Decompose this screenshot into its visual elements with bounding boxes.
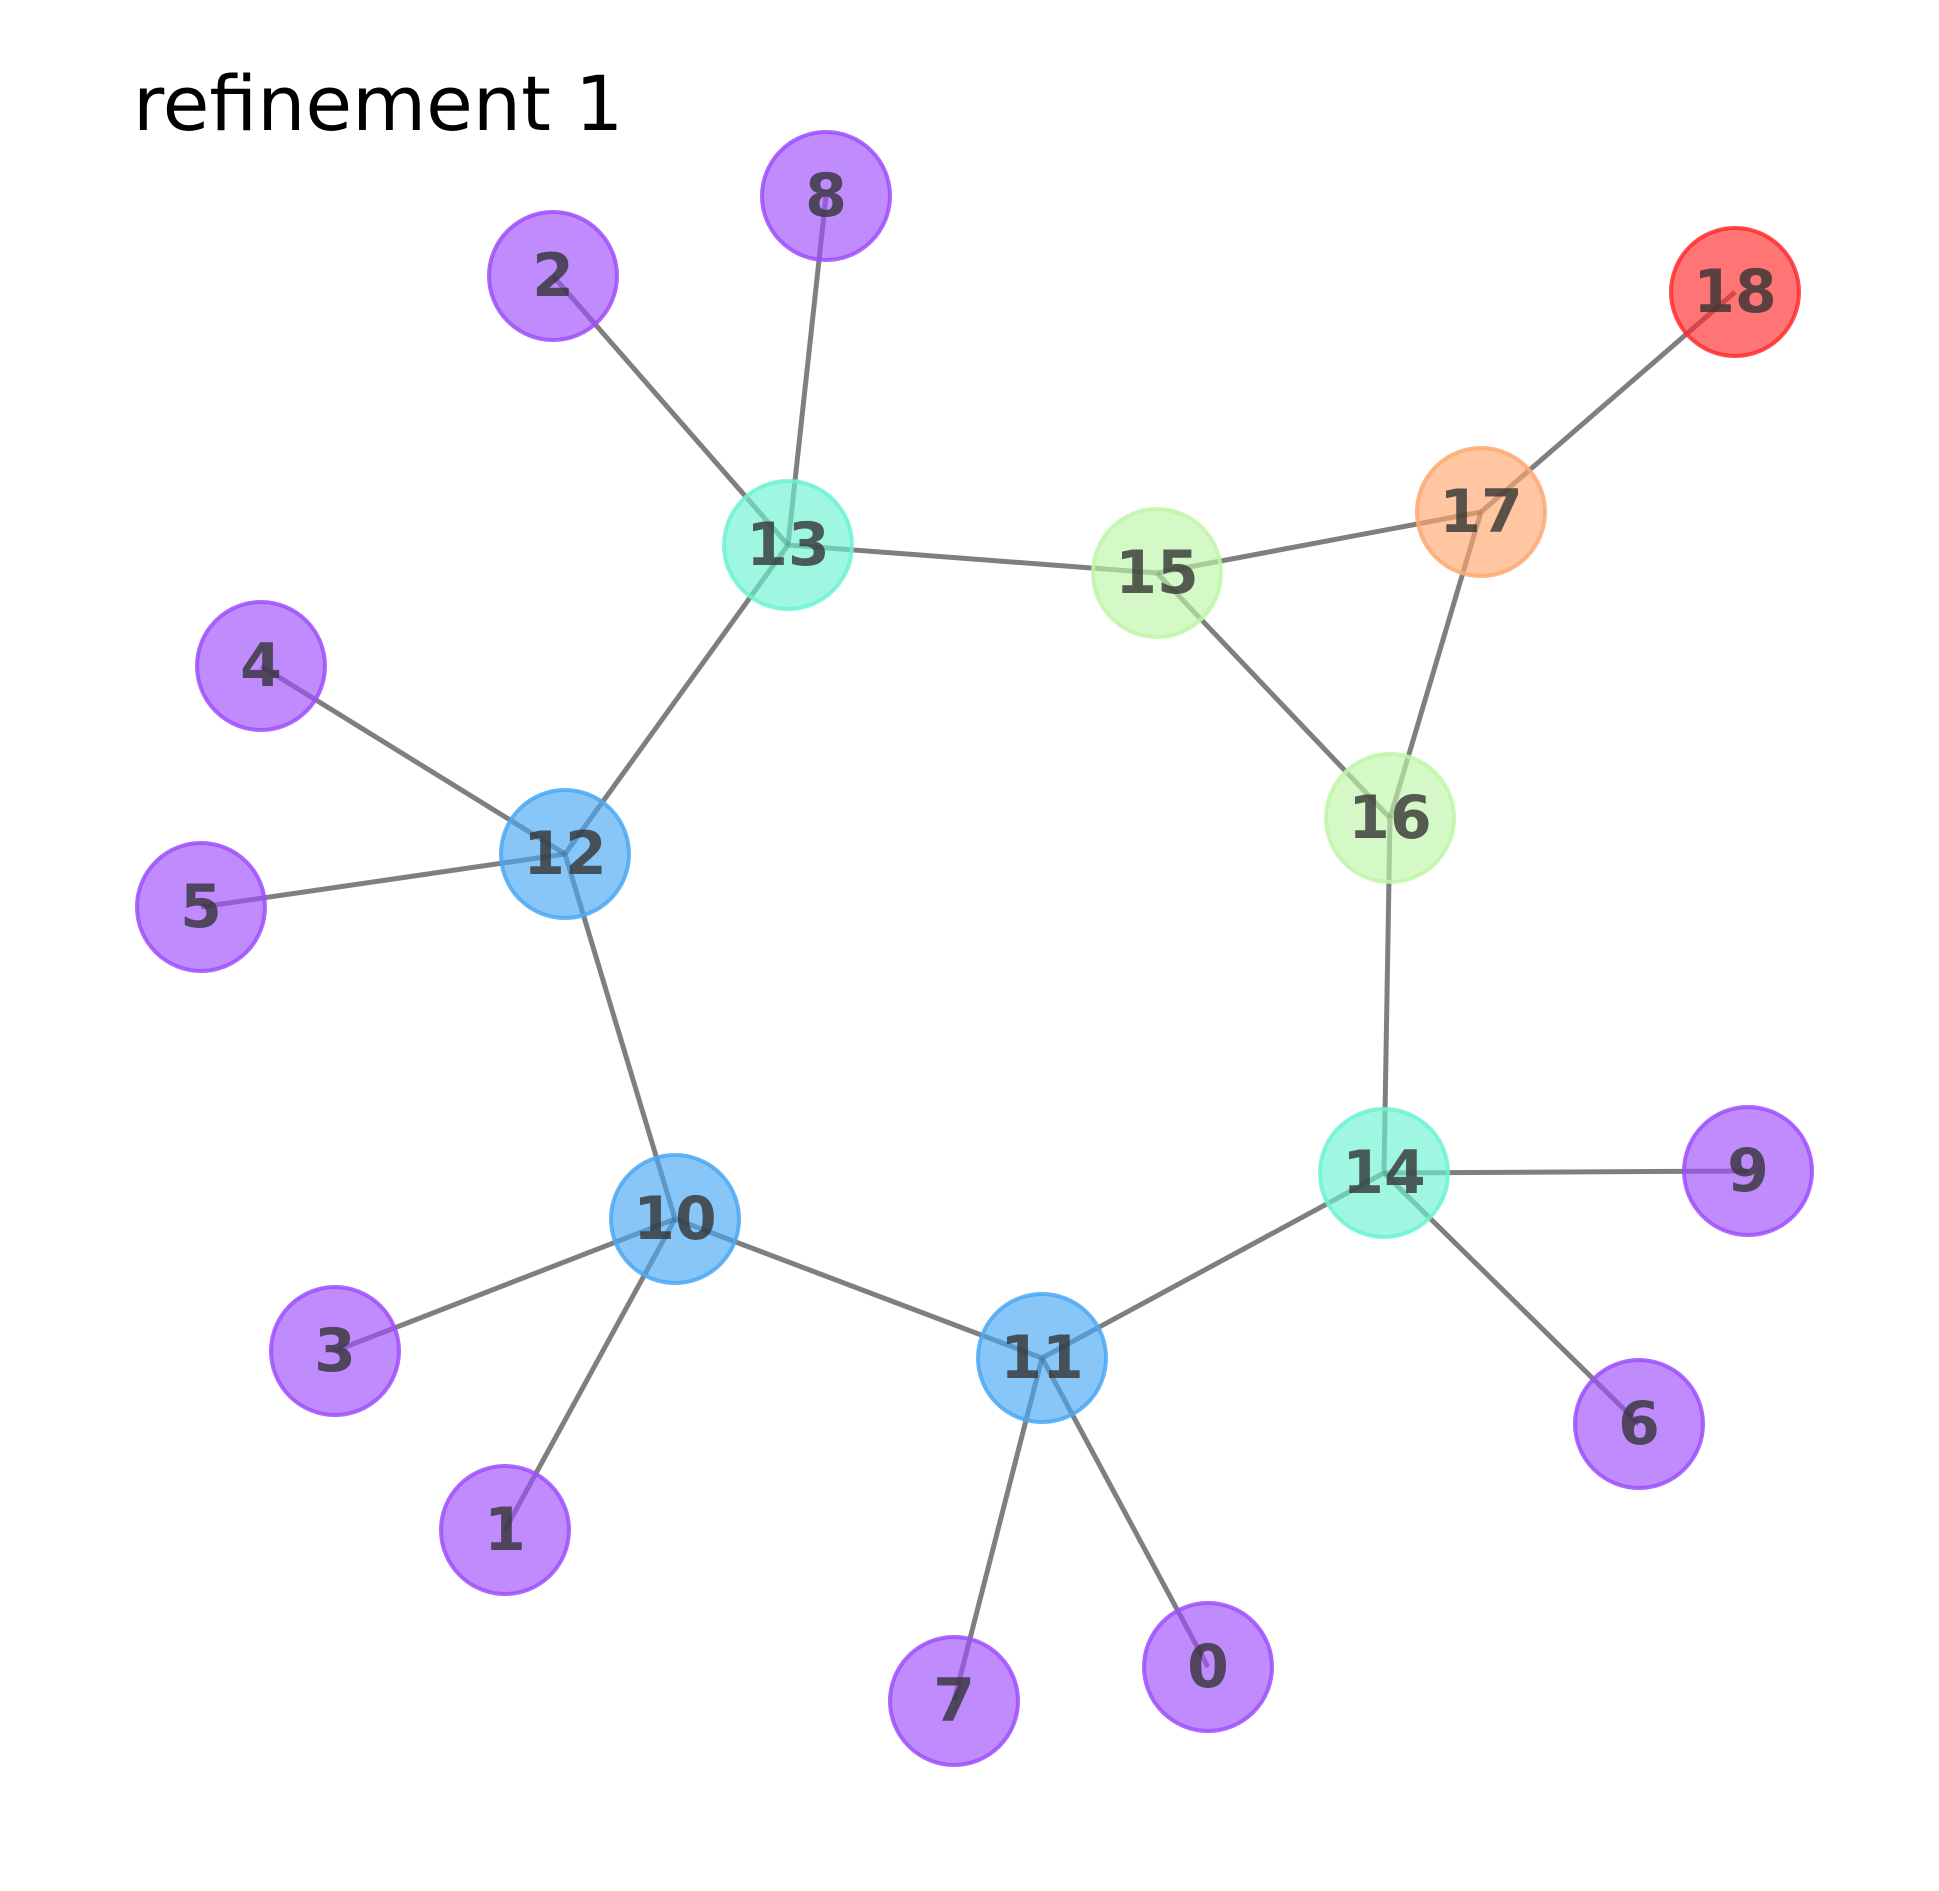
node-7: 7 (888, 1635, 1020, 1767)
node-8: 8 (760, 130, 892, 262)
node-circle-18 (1669, 226, 1801, 358)
node-14: 14 (1318, 1107, 1450, 1239)
node-circle-13 (722, 479, 854, 611)
node-label-8: 8 (805, 161, 847, 231)
node-0: 0 (1142, 1601, 1274, 1733)
node-circle-1 (439, 1464, 571, 1596)
node-circle-6 (1573, 1358, 1705, 1490)
node-label-2: 2 (532, 241, 574, 311)
node-circle-7 (888, 1635, 1020, 1767)
node-circle-11 (976, 1292, 1108, 1424)
node-circle-3 (269, 1285, 401, 1417)
node-label-17: 17 (1439, 477, 1523, 547)
node-4: 4 (195, 600, 327, 732)
node-circle-15 (1091, 507, 1223, 639)
node-circle-16 (1324, 752, 1456, 884)
node-label-0: 0 (1187, 1632, 1229, 1702)
node-2: 2 (487, 210, 619, 342)
node-label-16: 16 (1348, 783, 1432, 853)
node-6: 6 (1573, 1358, 1705, 1490)
node-label-3: 3 (314, 1316, 356, 1386)
node-label-7: 7 (933, 1666, 975, 1736)
node-9: 9 (1682, 1105, 1814, 1237)
node-label-10: 10 (633, 1184, 717, 1254)
node-10: 10 (609, 1153, 741, 1285)
node-16: 16 (1324, 752, 1456, 884)
node-11: 11 (976, 1292, 1108, 1424)
edges-layer (200, 195, 1749, 1702)
node-label-14: 14 (1342, 1138, 1426, 1208)
node-circle-9 (1682, 1105, 1814, 1237)
node-label-1: 1 (484, 1495, 526, 1565)
node-5: 5 (135, 841, 267, 973)
node-label-5: 5 (180, 872, 222, 942)
node-1: 1 (439, 1464, 571, 1596)
node-17: 17 (1415, 446, 1547, 578)
node-circle-0 (1142, 1601, 1274, 1733)
node-label-6: 6 (1618, 1389, 1660, 1459)
node-circle-12 (499, 788, 631, 920)
node-circle-17 (1415, 446, 1547, 578)
node-label-11: 11 (1000, 1323, 1084, 1393)
node-label-18: 18 (1693, 257, 1777, 327)
node-13: 13 (722, 479, 854, 611)
node-circle-8 (760, 130, 892, 262)
node-label-15: 15 (1115, 538, 1199, 608)
node-label-9: 9 (1727, 1136, 1769, 1206)
node-circle-2 (487, 210, 619, 342)
diagram-title: refinement 1 (133, 59, 623, 148)
node-18: 18 (1669, 226, 1801, 358)
node-circle-4 (195, 600, 327, 732)
node-circle-5 (135, 841, 267, 973)
node-circle-14 (1318, 1107, 1450, 1239)
node-label-4: 4 (240, 631, 282, 701)
node-circle-10 (609, 1153, 741, 1285)
node-12: 12 (499, 788, 631, 920)
node-15: 15 (1091, 507, 1223, 639)
node-3: 3 (269, 1285, 401, 1417)
node-label-12: 12 (523, 819, 607, 889)
node-label-13: 13 (746, 510, 830, 580)
